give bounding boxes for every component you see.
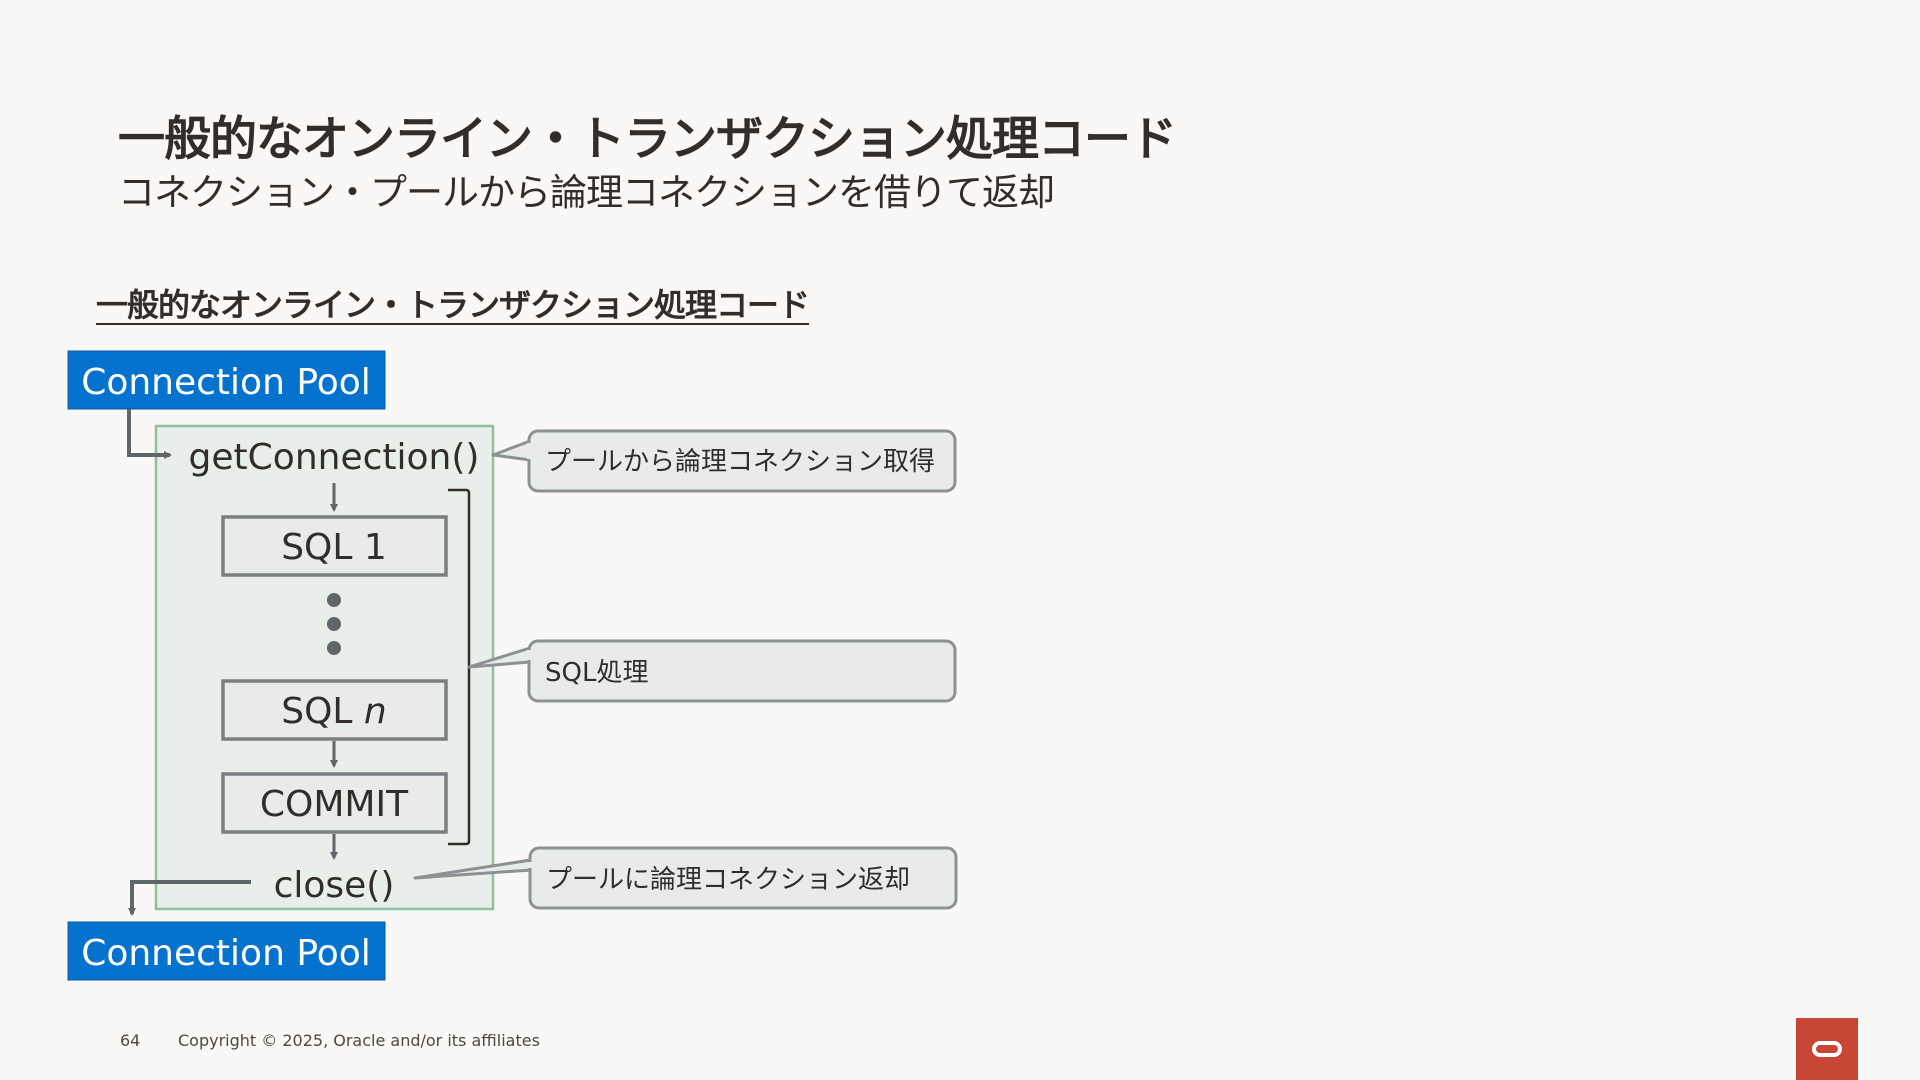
callout-process-pointer bbox=[467, 646, 531, 669]
ellipsis-dot-1 bbox=[327, 593, 341, 607]
get-connection-label: getConnection() bbox=[189, 437, 480, 478]
section-heading: 一般的なオンライン・トランザクション処理コード bbox=[96, 286, 810, 324]
arrow-pool-to-get-connection bbox=[127, 409, 172, 459]
ellipsis-dot-3 bbox=[327, 641, 341, 655]
sql-n-label: SQL n bbox=[281, 691, 387, 732]
oracle-logo-icon bbox=[1796, 1018, 1858, 1080]
commit-box bbox=[221, 772, 448, 834]
callout-acquire-box bbox=[527, 429, 957, 493]
callout-acquire-text: プールから論理コネクション取得 bbox=[545, 447, 935, 477]
session-container bbox=[154, 424, 495, 911]
copyright-notice: Copyright © 2025, Oracle and/or its affi… bbox=[178, 1031, 540, 1050]
callout-process-box bbox=[527, 639, 957, 703]
close-label: close() bbox=[274, 865, 395, 906]
callout-acquire-pointer bbox=[491, 439, 531, 462]
arrow-close-to-pool bbox=[128, 880, 251, 916]
sql-1-box bbox=[221, 515, 448, 577]
callout-return-pointer bbox=[413, 858, 532, 880]
connection-pool-top-label: Connection Pool bbox=[81, 362, 371, 403]
slide-title: 一般的なオンライン・トランザクション処理コード bbox=[118, 112, 1177, 167]
callout-process-text: SQL処理 bbox=[545, 658, 648, 688]
sql-n-box bbox=[221, 679, 448, 741]
oracle-logo-ring bbox=[1812, 1041, 1842, 1057]
connection-pool-bottom-box bbox=[67, 921, 386, 981]
sql-n-prefix: SQL bbox=[281, 691, 364, 732]
ellipsis-dot-2 bbox=[327, 617, 341, 631]
callout-return-box bbox=[528, 846, 958, 910]
connection-pool-top-box bbox=[67, 350, 386, 410]
sql-1-prefix: SQL bbox=[281, 527, 364, 568]
sql-1-label: SQL 1 bbox=[281, 527, 387, 568]
connection-pool-bottom-label: Connection Pool bbox=[81, 933, 371, 974]
slide-subtitle: コネクション・プールから論理コネクションを借りて返却 bbox=[118, 171, 1055, 214]
page-number: 64 bbox=[120, 1031, 141, 1050]
sql-n-variable: n bbox=[364, 691, 387, 732]
commit-label: COMMIT bbox=[260, 784, 409, 825]
callout-return-text: プールに論理コネクション返却 bbox=[546, 865, 910, 895]
sql-1-number: 1 bbox=[364, 527, 387, 568]
